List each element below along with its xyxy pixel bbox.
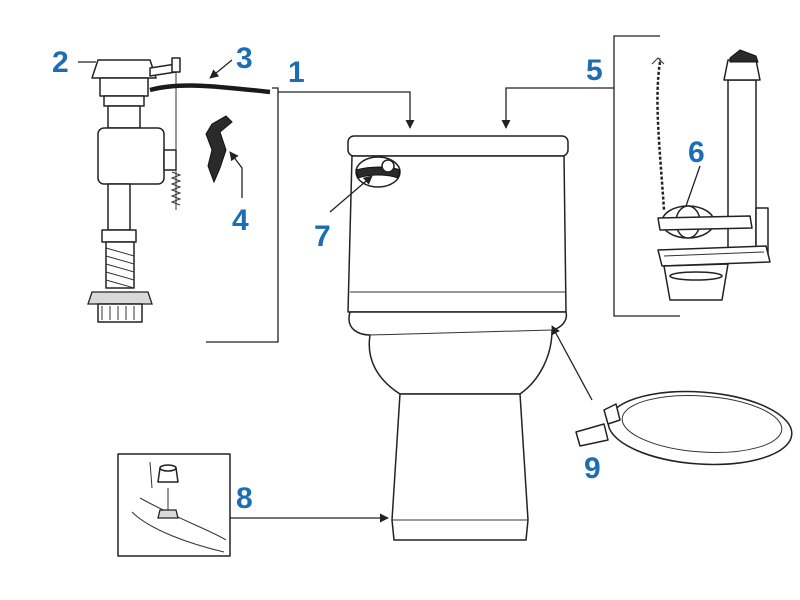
fill-valve-assembly (87, 57, 182, 323)
toilet-seat-icon (575, 390, 793, 466)
toilet-body (347, 135, 569, 541)
callout-7: 7 (314, 220, 331, 253)
callout-2: 2 (52, 46, 69, 79)
callout-1: 1 (288, 56, 305, 89)
callout-6: 6 (688, 136, 705, 169)
callout-3: 3 (236, 42, 253, 75)
callout-8: 8 (236, 482, 253, 515)
trip-lever-icon (355, 156, 401, 188)
bolt-cap-inset (117, 453, 231, 557)
bolt-cap-icon (157, 464, 179, 483)
flush-valve-assembly (651, 49, 771, 301)
flapper-icon (657, 205, 753, 239)
float-clip-icon (205, 115, 233, 184)
callout-4: 4 (232, 204, 249, 237)
callout-5: 5 (586, 54, 603, 87)
callout-9: 9 (584, 452, 601, 485)
refill-tube-icon (149, 83, 271, 95)
